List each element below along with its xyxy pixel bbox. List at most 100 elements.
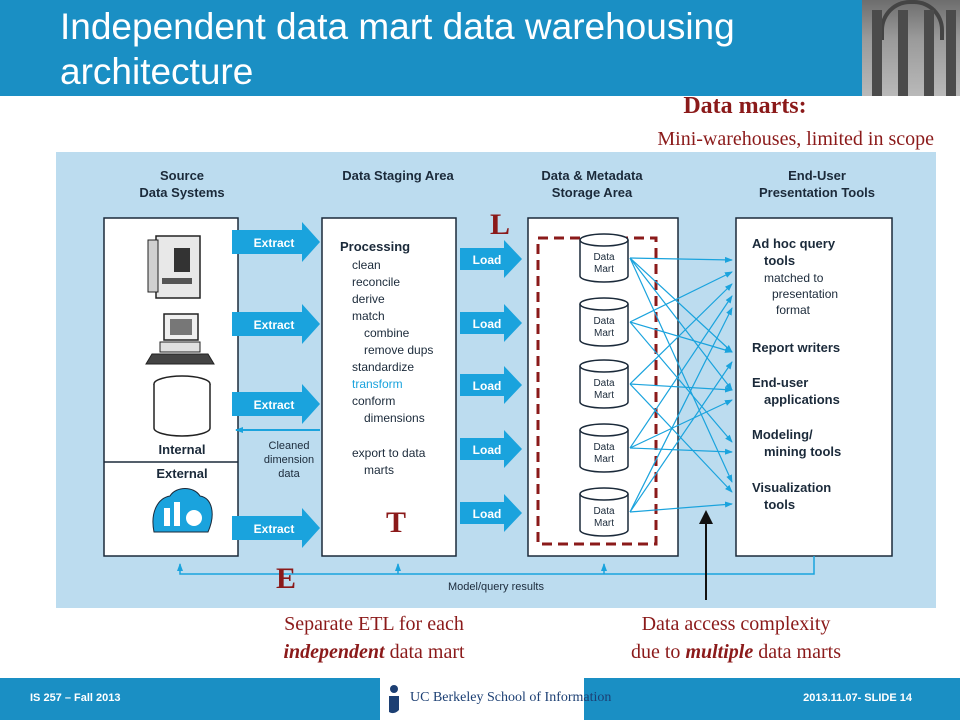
mart-label: Mart	[594, 264, 614, 275]
caption-right-emphasis: multiple	[685, 641, 754, 663]
load-arrow-2: Load	[460, 304, 522, 342]
data-marts-subtitle: Mini-warehouses, limited in scope	[657, 128, 934, 150]
letter-t: T	[386, 506, 407, 539]
footer-slide-number: 2013.11.07- SLIDE 14	[803, 692, 912, 704]
mart-label: Data	[593, 506, 615, 517]
caption-right: Data access complexity due to multiple d…	[576, 610, 896, 666]
extract-label: Extract	[254, 318, 295, 332]
caption-left-line-2: independent data mart	[236, 638, 512, 666]
data-mart-2: Data Mart	[579, 297, 629, 347]
photo-column	[898, 10, 908, 96]
data-mart-5: Data Mart	[579, 487, 629, 537]
mart-label: Data	[593, 316, 615, 327]
load-arrow-1: Load	[460, 240, 522, 278]
i-school-icon	[389, 685, 399, 714]
caption-right-line-1: Data access complexity	[641, 613, 831, 635]
slide-title: Independent data mart data warehousing a…	[60, 6, 735, 92]
step-dimensions: dimensions	[364, 411, 425, 425]
mart-label: Data	[593, 442, 615, 453]
diagram-svg: Source Data Systems Data Staging Area Da…	[103, 168, 893, 593]
photo-column	[872, 10, 882, 96]
step-reconcile: reconcile	[352, 275, 400, 289]
data-marts-title: Data marts:	[683, 93, 807, 119]
header-source-l1: Source	[160, 168, 204, 183]
step-marts: marts	[364, 463, 394, 477]
step-remove-dups: remove dups	[364, 343, 433, 357]
enduser-box	[735, 217, 893, 557]
mart-label: Data	[593, 378, 615, 389]
external-data-icon	[152, 488, 213, 533]
extract-arrow-4: Extract	[232, 508, 320, 548]
external-label: External	[156, 466, 207, 481]
server-icon	[147, 235, 201, 299]
tool-adhoc-l3: matched to	[764, 271, 824, 285]
tool-adhoc-l1: Ad hoc query	[752, 236, 836, 251]
architecture-diagram: Source Data Systems Data Staging Area Da…	[56, 152, 936, 608]
tool-enduser-l2: applications	[764, 392, 840, 407]
caption-left-line-1: Separate ETL for each	[284, 613, 464, 635]
tool-adhoc-l5: format	[776, 303, 811, 317]
tool-visualization-l2: tools	[764, 497, 795, 512]
step-clean: clean	[352, 258, 381, 272]
cleaned-line-2: dimension	[264, 454, 314, 466]
internal-label: Internal	[159, 442, 206, 457]
step-transform: transform	[352, 377, 403, 391]
extract-arrow-1: Extract	[232, 222, 320, 262]
header-source-l2: Data Systems	[139, 185, 224, 200]
building-photo	[862, 0, 960, 96]
header-storage-l1: Data & Metadata	[541, 168, 643, 183]
load-label: Load	[473, 379, 502, 393]
header-enduser-l2: Presentation Tools	[759, 185, 875, 200]
caption-right-pre: due to	[631, 641, 686, 663]
load-label: Load	[473, 253, 502, 267]
complexity-pointer	[699, 510, 713, 600]
extract-label: Extract	[254, 236, 295, 250]
school-logo: UC Berkeley School of Information	[380, 678, 611, 720]
extract-label: Extract	[254, 398, 295, 412]
step-combine: combine	[364, 326, 410, 340]
step-conform: conform	[352, 394, 395, 408]
letter-e: E	[276, 562, 297, 595]
header-staging: Data Staging Area	[342, 168, 454, 183]
tool-enduser-l1: End-user	[752, 375, 808, 390]
letter-l: L	[490, 208, 511, 241]
staging-box	[321, 217, 457, 557]
step-derive: derive	[352, 292, 385, 306]
photo-column	[946, 10, 956, 96]
title-bar	[0, 0, 862, 96]
data-mart-3: Data Mart	[579, 359, 629, 409]
load-arrow-5: Load	[460, 494, 522, 532]
step-match: match	[352, 309, 385, 323]
processing-heading: Processing	[340, 239, 410, 254]
step-export: export to data	[352, 446, 426, 460]
access-arrows	[629, 256, 733, 513]
cleaned-line-1: Cleaned	[269, 440, 310, 452]
data-marts-highlight	[536, 236, 658, 546]
tool-adhoc-l2: tools	[764, 253, 795, 268]
header-storage-l2: Storage Area	[552, 185, 633, 200]
tool-report-writers: Report writers	[752, 340, 840, 355]
mart-label: Mart	[594, 518, 614, 529]
tool-visualization-l1: Visualization	[752, 480, 831, 495]
load-arrow-4: Load	[460, 430, 522, 468]
desktop-icon	[145, 313, 215, 365]
load-label: Load	[473, 317, 502, 331]
extract-arrow-2: Extract	[232, 304, 320, 344]
model-results-label: Model/query results	[448, 581, 544, 593]
logo-text: UC Berkeley School of Information	[410, 690, 612, 705]
database-icon	[153, 375, 211, 437]
step-standardize: standardize	[352, 360, 414, 374]
extract-arrow-3: Extract	[232, 384, 320, 424]
caption-left-rest: data mart	[384, 641, 465, 663]
load-label: Load	[473, 507, 502, 521]
caption-right-line-2: due to multiple data marts	[576, 638, 896, 666]
extract-label: Extract	[254, 522, 295, 536]
caption-left: Separate ETL for each independent data m…	[236, 610, 512, 666]
caption-left-emphasis: independent	[283, 641, 385, 663]
mart-label: Data	[593, 252, 615, 263]
tool-modeling-l2: mining tools	[764, 444, 841, 459]
mart-label: Mart	[594, 328, 614, 339]
load-label: Load	[473, 443, 502, 457]
header-enduser-l1: End-User	[788, 168, 846, 183]
caption-right-post: data marts	[753, 641, 841, 663]
